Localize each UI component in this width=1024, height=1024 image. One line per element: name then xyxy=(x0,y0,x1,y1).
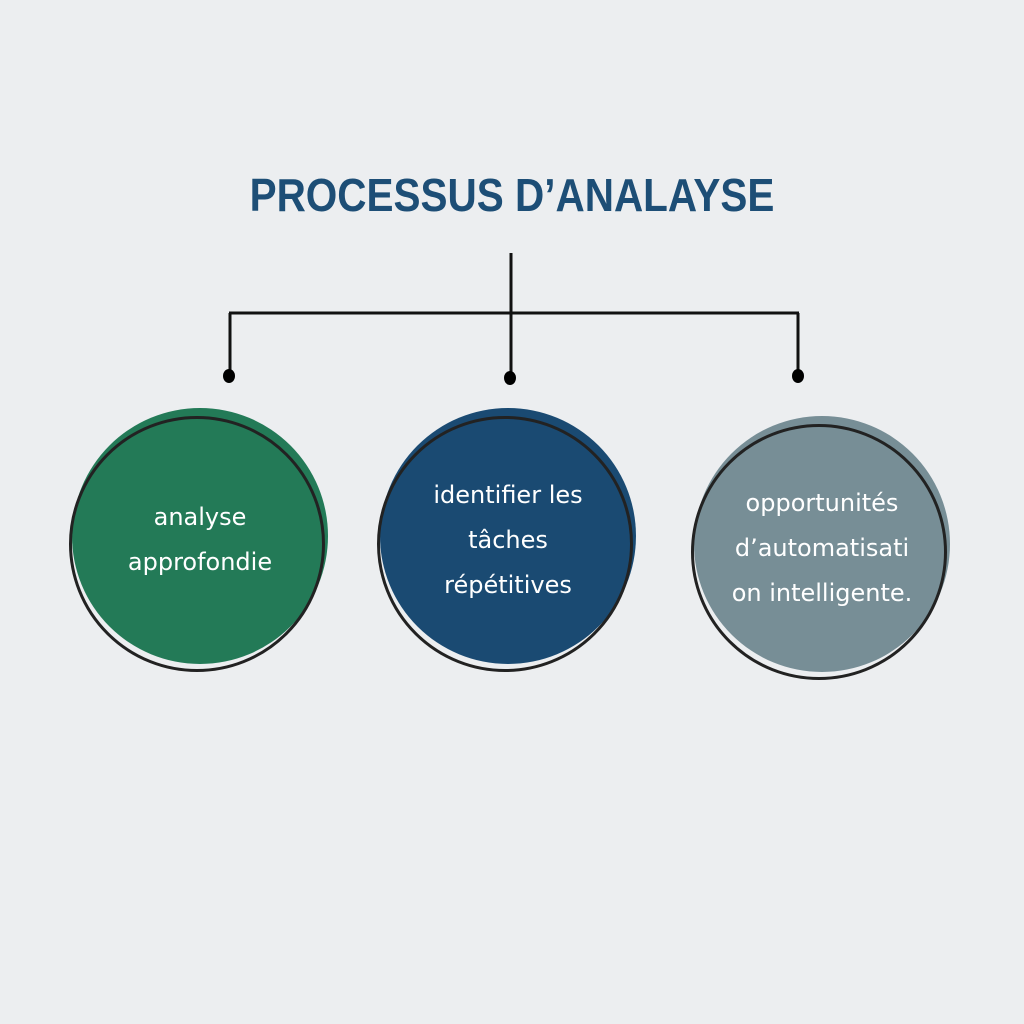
node-label-line: tâches xyxy=(468,525,548,554)
node-label: opportunités d’automatisati on intelligent… xyxy=(704,424,940,672)
node-ring xyxy=(691,424,947,680)
connector-dot-right xyxy=(792,369,804,383)
node-label-line: opportunités xyxy=(745,488,899,517)
node-label-line: on intelligente. xyxy=(731,578,913,607)
node-label-line: analyse xyxy=(153,503,247,531)
node-opportunites-automatisation: opportunités d’automatisati on intelligent… xyxy=(691,416,950,680)
diagram-title: PROCESSUS D’ANALAYSE xyxy=(249,169,775,221)
connector-dot-middle xyxy=(504,371,516,385)
node-analyse-approfondie: analyse approfondie xyxy=(69,408,328,672)
node-ring xyxy=(377,416,633,672)
node-label-line: identifier les xyxy=(433,480,583,509)
node-ring xyxy=(69,416,325,672)
connector-dot-left xyxy=(223,369,235,383)
node-label-line: répétitives xyxy=(444,570,572,599)
node-label: identifier les tâches répétitives xyxy=(390,416,626,664)
node-label-line: d’automatisati xyxy=(734,533,910,562)
node-identifier-taches: identifier les tâches répétitives xyxy=(377,408,636,672)
node-label: analyse approfondie xyxy=(82,416,318,664)
node-label-line: approfondie xyxy=(127,548,273,576)
